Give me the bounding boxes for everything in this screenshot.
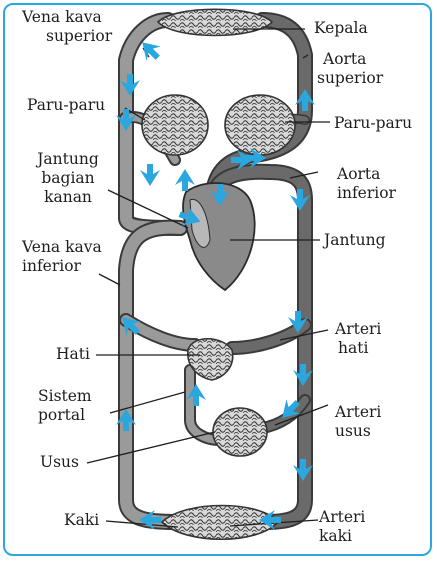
kepala-capillaries <box>158 9 272 35</box>
label-kaki: Kaki <box>64 511 99 530</box>
paru-right-capillaries <box>225 95 295 155</box>
label-aorta-inferior: Aorta inferior <box>337 165 396 203</box>
label-paru-paru-left: Paru-paru <box>27 96 105 115</box>
kaki-capillaries <box>162 506 278 540</box>
label-jantung-bagian-kanan: Jantung bagian kanan <box>32 150 104 207</box>
label-jantung: Jantung <box>324 231 386 250</box>
paru-left-capillaries <box>142 95 208 155</box>
label-aorta-superior: Aorta superior <box>317 50 397 88</box>
usus-capillaries <box>213 408 267 456</box>
label-vena-kava-superior: Vena kava superior <box>22 8 140 46</box>
label-hati: Hati <box>56 345 90 364</box>
label-paru-paru-right: Paru-paru <box>334 114 412 133</box>
label-arteri-kaki: Arteri kaki <box>319 508 365 546</box>
label-arteri-usus: Arteri usus <box>335 403 381 441</box>
label-sistem-portal: Sistem portal <box>38 387 92 425</box>
label-kepala: Kepala <box>314 19 368 38</box>
flow-arrow-4 <box>140 164 160 186</box>
label-vena-kava-inferior: Vena kava inferior <box>22 238 122 276</box>
label-arteri-hati: Arteri hati <box>335 320 381 358</box>
label-usus: Usus <box>40 453 79 472</box>
